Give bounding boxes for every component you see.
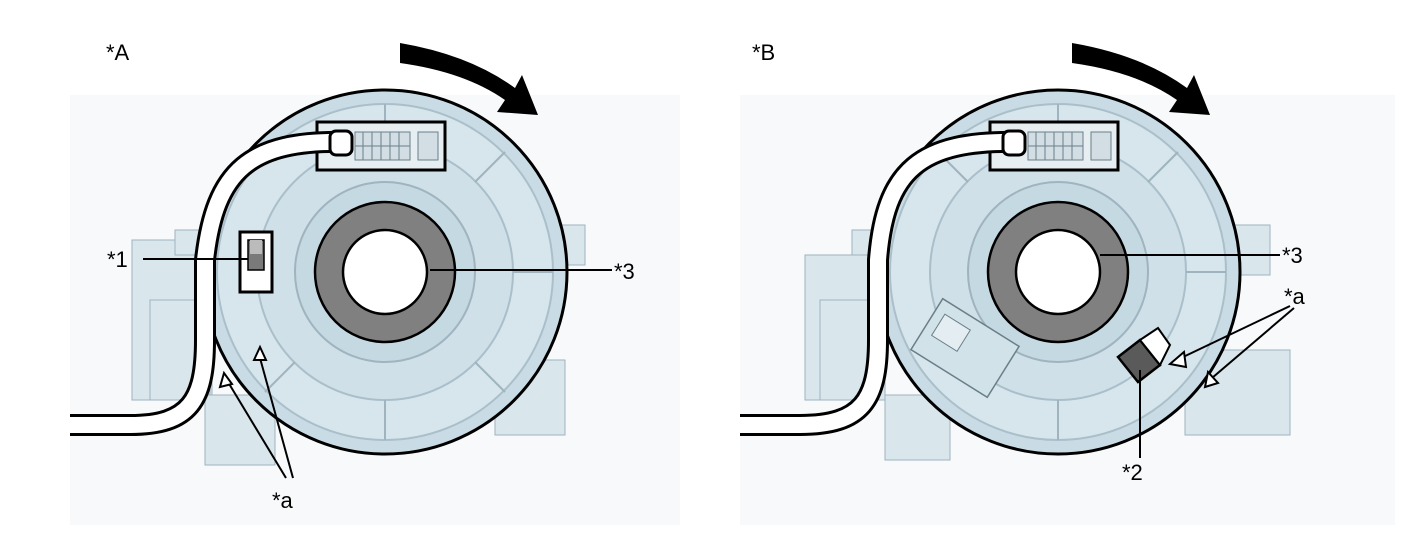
panel-b-triangle-marker-icon-1 — [1167, 350, 1188, 369]
panel-b-leader-a2 — [1211, 307, 1295, 379]
panel-a-triangle-marker-icon-1 — [252, 344, 268, 361]
panel-a-tag: *A — [106, 40, 130, 65]
panel-a-triangle-marker-icon-2 — [218, 370, 234, 389]
panel-b-callout-a: *a — [1284, 284, 1306, 309]
panel-a-callout-1: *1 — [107, 247, 128, 272]
panel-b-callout-3: *3 — [1282, 243, 1303, 268]
panel-a: *A — [70, 40, 680, 525]
panel-a-leader-a1 — [259, 357, 294, 479]
panel-a-leader-a2 — [227, 381, 287, 479]
panel-b-leader-a1 — [1180, 305, 1291, 359]
panel-b-triangle-marker-icon-2 — [1203, 369, 1220, 389]
panel-b-cable — [740, 133, 1019, 433]
panel-a-callout-3: *3 — [614, 259, 635, 284]
panel-a-item-1-window — [238, 230, 274, 294]
panel-a-callout-a: *a — [272, 488, 294, 513]
panel-b-side-module — [909, 297, 1021, 399]
panel-b-callout-2: *2 — [1122, 460, 1143, 485]
panel-a-hub-hole — [341, 228, 429, 316]
panel-b-rotation-arrow-icon — [1072, 43, 1210, 115]
panel-b-tag: *B — [752, 40, 775, 65]
panel-b-cable-plug — [1001, 129, 1027, 157]
panel-b: *B — [740, 40, 1395, 525]
panel-a-rotation-arrow-icon — [400, 43, 538, 115]
panel-b-hub-hole — [1014, 228, 1102, 316]
panel-a-cable-plug — [328, 129, 354, 157]
panel-b-item-2-tab — [1116, 326, 1172, 384]
